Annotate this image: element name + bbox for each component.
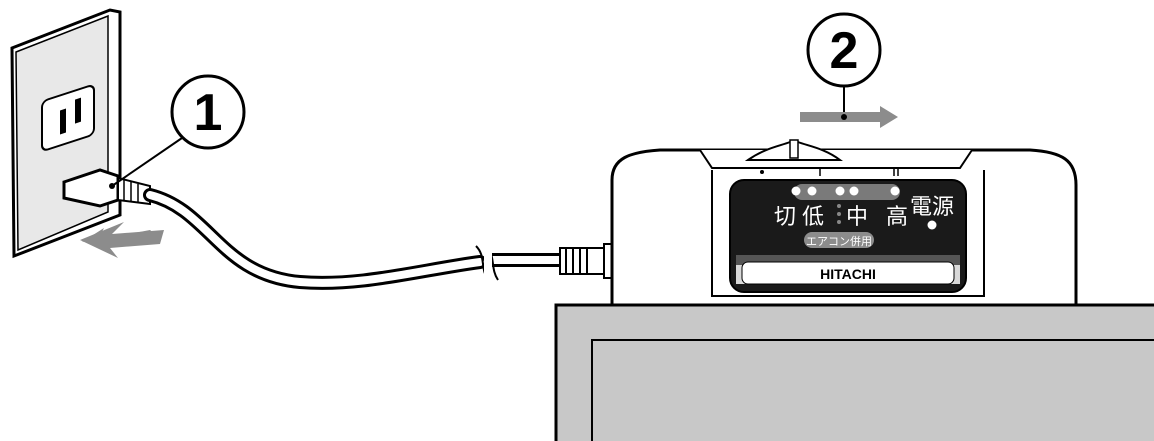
label-low: 低 <box>802 205 824 230</box>
led-mid-2 <box>849 186 859 196</box>
stand <box>554 303 1154 441</box>
step-1-marker <box>109 74 246 189</box>
label-power: 電源 <box>910 195 954 220</box>
insert-arrow-icon <box>80 222 164 258</box>
step-2-marker <box>800 12 898 128</box>
power-cord <box>143 188 617 290</box>
label-aircon: エアコン併用 <box>806 234 872 248</box>
step-2-label: 2 <box>830 22 859 80</box>
brand-logo: HITACHI <box>820 266 876 282</box>
step-1-label: 1 <box>194 84 223 142</box>
power-plug <box>62 168 151 208</box>
label-high: 高 <box>886 205 908 230</box>
label-off: 切 <box>774 205 796 230</box>
led-off <box>791 186 801 196</box>
device-body <box>610 139 1078 307</box>
label-mid: 中 <box>846 205 868 230</box>
led-high <box>890 186 900 196</box>
led-mid-1 <box>835 186 845 196</box>
led-power <box>927 220 937 230</box>
led-low <box>807 186 817 196</box>
wall-outlet <box>10 8 122 259</box>
